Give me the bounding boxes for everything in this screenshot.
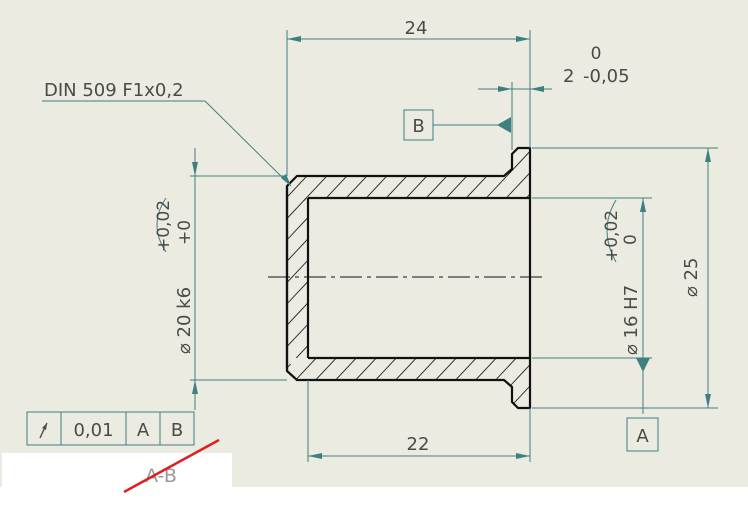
hatch-line: [489, 148, 530, 201]
hatch-line: [450, 130, 748, 450]
inner-diameter-value: ⌀ 16 H7: [621, 285, 642, 355]
flange-tol-upper: 0: [591, 44, 602, 64]
part-outline: [285, 146, 532, 410]
hatch-line: [0, 130, 270, 450]
hatch-line: [287, 148, 530, 201]
hatch-line: [489, 358, 530, 408]
hatch-line: [330, 130, 630, 450]
chamfer-callout: DIN 509 F1x0,2: [42, 80, 292, 187]
section-label: A-B: [123, 438, 220, 494]
section-label-text: A-B: [145, 465, 177, 487]
hatch-line: [590, 130, 748, 450]
hatch-line: [287, 358, 291, 408]
hatch-line: [570, 130, 748, 450]
datum-b-label: B: [412, 116, 424, 137]
hatch-line: [329, 358, 530, 408]
hatch-line: [289, 198, 308, 358]
hatch-line: [287, 148, 471, 201]
hatch-line: [0, 130, 250, 450]
hatch-line: [349, 358, 530, 408]
feature-control-frame: / 0,01 A B: [26, 411, 195, 446]
outer-tol-upper: +0,02: [154, 200, 174, 252]
hatch-line: [309, 358, 530, 408]
hatch-line: [590, 130, 748, 450]
hatch-line: [350, 130, 650, 450]
hatch-line: [287, 148, 411, 201]
fcf-datum-secondary: B: [171, 420, 183, 441]
inner-tol-lower: 0: [621, 234, 641, 245]
hatch-line: [409, 358, 530, 408]
inner-length-value: 22: [407, 434, 430, 455]
hatch-line: [410, 130, 710, 450]
dimension-inner-diameter: ⌀ 16 H7 +0,02 0: [532, 197, 652, 372]
hatch-line: [550, 130, 748, 450]
hatch-line: [390, 130, 690, 450]
flange-tol-lower: -0,05: [583, 66, 630, 87]
dimension-flange-diameter: ⌀ 25: [532, 147, 718, 409]
hatch-line: [287, 148, 530, 201]
fcf-datum-primary: A: [137, 420, 150, 441]
datum-a-label: A: [636, 426, 649, 447]
hatch-line: [449, 358, 530, 408]
hatch-line: [329, 148, 530, 201]
flange-diameter-value: ⌀ 25: [681, 258, 702, 297]
hatch-line: [349, 148, 530, 201]
flange-thickness-value: 2: [563, 66, 574, 87]
outer-tol-lower: +0: [175, 220, 195, 245]
outer-diameter-value: ⌀ 20 k6: [174, 287, 195, 354]
hatch-line: [289, 148, 530, 201]
hatch-line: [469, 358, 530, 408]
hatch-line: [287, 148, 491, 201]
inner-tol-upper: +0,02: [602, 210, 622, 262]
bottom-strip: [0, 487, 748, 510]
dimension-inner-length: 22: [307, 380, 531, 462]
hatch-line: [550, 130, 748, 450]
hatch-line: [570, 130, 748, 450]
hatch-line: [287, 148, 291, 201]
hatch-line: [310, 130, 610, 450]
hatch-line: [490, 130, 748, 450]
hatch-line: [287, 148, 431, 201]
hatch-line: [389, 358, 530, 408]
hatch-line: [287, 148, 451, 201]
dimension-overall-length: 24: [286, 18, 531, 176]
hatch-line: [309, 148, 530, 201]
hatch-line: [0, 130, 250, 450]
hatch-line: [287, 198, 308, 358]
hatch-line: [389, 148, 530, 201]
hatch-line: [287, 148, 391, 201]
hatch-line: [0, 130, 250, 450]
chamfer-note: DIN 509 F1x0,2: [44, 80, 184, 101]
runout-icon: [39, 422, 48, 439]
fcf-tolerance: 0,01: [73, 420, 113, 441]
section-label-panel: [2, 453, 232, 487]
hatch-line: [590, 130, 748, 450]
hatch-line: [287, 198, 308, 358]
hatch-line: [0, 130, 270, 450]
hatch-line: [550, 130, 748, 450]
hatch-line: [0, 130, 270, 450]
hatch-line: [570, 130, 748, 450]
outer-contour: [285, 146, 532, 410]
hatch-line: [287, 148, 311, 201]
overall-length-value: 24: [405, 18, 428, 39]
strike-line: [123, 438, 220, 494]
hatch-line: [409, 148, 530, 201]
dimension-outer-diameter: ⌀ 20 k6 +0,02 +0: [154, 148, 287, 410]
dimension-flange-thickness: 0 2 -0,05: [478, 44, 630, 150]
hatch-line: [287, 148, 371, 201]
hatch-line: [449, 148, 530, 201]
hatch-line: [287, 148, 530, 201]
hatch-line: [287, 358, 311, 408]
hatch-line: [289, 358, 530, 408]
datum-b: B: [403, 109, 511, 141]
hatch-line: [287, 198, 291, 358]
hatch-line: [287, 148, 511, 201]
hatch-line: [287, 148, 351, 201]
datum-a: A: [626, 372, 659, 452]
